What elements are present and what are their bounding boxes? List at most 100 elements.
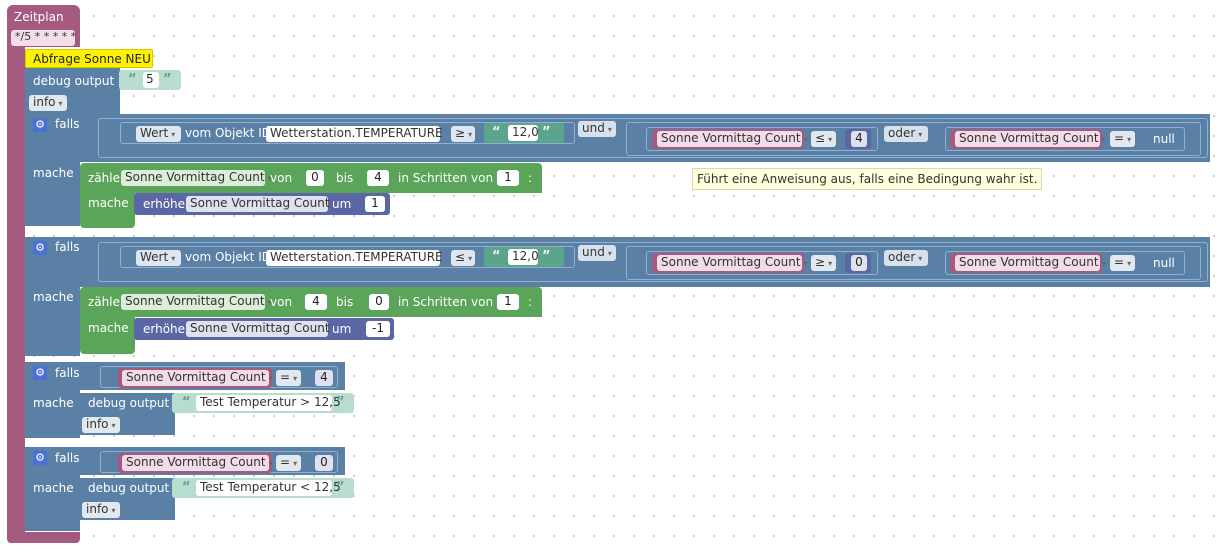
to-value-2[interactable]: 0 xyxy=(369,294,389,310)
caret-down-icon: ▾ xyxy=(332,325,337,334)
increment-value-1[interactable]: 1 xyxy=(365,196,385,212)
variable-name: Sonne Vormittag Count xyxy=(126,370,266,384)
value-4[interactable]: 0 xyxy=(315,455,333,471)
caret-down-icon: ▾ xyxy=(918,130,923,139)
caret-down-icon: ▾ xyxy=(1127,259,1132,268)
or-dropdown-1[interactable]: oder▾ xyxy=(884,126,928,142)
or-dropdown-2[interactable]: oder▾ xyxy=(884,250,928,266)
and-block-1[interactable] xyxy=(98,118,1208,158)
variable-dropdown[interactable]: Sonne Vormittag Count▾ xyxy=(955,131,1106,147)
colon-label: : xyxy=(528,295,533,309)
if-label: falls xyxy=(55,366,80,380)
caret-down-icon: ▾ xyxy=(607,249,612,258)
to-value-1[interactable]: 4 xyxy=(367,170,389,186)
value-3[interactable]: 4 xyxy=(315,370,333,386)
do-label: mache xyxy=(88,196,129,210)
caret-down-icon: ▾ xyxy=(171,130,176,139)
or-block-1[interactable] xyxy=(626,122,1201,156)
from-value-1[interactable]: 0 xyxy=(306,170,324,186)
step-value-1[interactable]: 1 xyxy=(497,170,519,186)
value-dropdown-1[interactable]: Wert▾ xyxy=(136,126,181,142)
quote-open-icon: “ xyxy=(182,480,191,495)
compare-op-dropdown-1[interactable]: ≥▾ xyxy=(451,126,475,142)
step-value-2[interactable]: 1 xyxy=(497,294,519,310)
from-value-2[interactable]: 4 xyxy=(305,294,327,310)
caret-down-icon: ▾ xyxy=(607,125,612,134)
if-block-3-spine xyxy=(25,388,80,438)
increment-variable-dropdown[interactable]: Sonne Vormittag Count▾ xyxy=(186,196,337,212)
loop-variable-dropdown[interactable]: Sonne Vormittag Count▾ xyxy=(121,294,272,310)
and-block-2[interactable] xyxy=(98,242,1208,282)
compare-block-2[interactable] xyxy=(120,246,575,268)
loop-variable-dropdown[interactable]: Sonne Vormittag Count▾ xyxy=(121,170,272,186)
debug-output-label: debug output xyxy=(88,396,170,410)
caret-down-icon: ▾ xyxy=(918,254,923,263)
null-compare-block-1[interactable] xyxy=(945,127,1185,151)
count-label: zähle xyxy=(88,295,120,309)
variable-dropdown[interactable]: Sonne Vormittag Count▾ xyxy=(955,255,1106,271)
object-id-field-1[interactable]: Wetterstation.TEMPERATURE xyxy=(266,126,443,142)
null-op-dropdown-1[interactable]: =▾ xyxy=(1110,131,1135,147)
debug-text-3[interactable]: Test Temperatur > 12,5 xyxy=(196,395,341,411)
null-compare-block-2[interactable] xyxy=(945,251,1185,275)
null-op-value: = xyxy=(1114,255,1125,269)
null-label: null xyxy=(1153,132,1175,146)
increment-value-2[interactable]: -1 xyxy=(366,321,390,337)
object-id-field-2[interactable]: Wetterstation.TEMPERATURE xyxy=(266,250,443,266)
variable-dropdown[interactable]: Sonne Vormittag Count▾ xyxy=(122,370,273,386)
or-label: oder xyxy=(888,126,916,140)
count-value-2[interactable]: 0 xyxy=(851,255,867,271)
variable-name: Sonne Vormittag Count xyxy=(661,131,801,145)
variable-dropdown[interactable]: Sonne Vormittag Count▾ xyxy=(122,455,273,471)
count-compare-block-2[interactable] xyxy=(646,251,878,275)
cron-field[interactable]: */5 * * * * * xyxy=(11,30,76,46)
variable-dropdown[interactable]: Sonne Vormittag Count▾ xyxy=(657,255,808,271)
gear-icon[interactable]: ⚙ xyxy=(33,366,47,380)
increment-variable-dropdown[interactable]: Sonne Vormittag Count▾ xyxy=(186,321,337,337)
log-level-dropdown-1[interactable]: info▾ xyxy=(29,95,67,111)
do-label: mache xyxy=(33,481,74,495)
schedule-title: Zeitplan xyxy=(14,10,64,24)
caret-down-icon: ▾ xyxy=(111,421,116,430)
if-label: falls xyxy=(55,451,80,465)
gear-icon[interactable]: ⚙ xyxy=(33,451,47,465)
caret-down-icon: ▾ xyxy=(803,259,808,268)
value-dropdown-2[interactable]: Wert▾ xyxy=(136,250,181,266)
count-value-1[interactable]: 4 xyxy=(851,131,867,147)
op-dropdown-3[interactable]: =▾ xyxy=(276,370,301,386)
and-dropdown-2[interactable]: und▾ xyxy=(578,245,616,261)
gear-icon[interactable]: ⚙ xyxy=(33,241,47,255)
and-dropdown-1[interactable]: und▾ xyxy=(578,121,616,137)
quote-close-icon: ” xyxy=(336,480,345,495)
debug-text-4[interactable]: Test Temperatur < 12,5 xyxy=(196,480,341,496)
count-op-dropdown-2[interactable]: ≥▾ xyxy=(811,255,836,271)
temp-value-1[interactable]: 12,0 xyxy=(508,125,539,141)
log-level-dropdown-4[interactable]: info▾ xyxy=(82,502,120,518)
caret-down-icon: ▾ xyxy=(293,459,298,468)
log-level-dropdown-3[interactable]: info▾ xyxy=(82,417,120,433)
compare-op-dropdown-2[interactable]: ≤▾ xyxy=(451,250,475,266)
debug-value-1[interactable]: 5 xyxy=(143,72,159,88)
step-label: in Schritten von xyxy=(398,295,494,309)
count-op-value: ≥ xyxy=(815,255,826,269)
comment-bubble[interactable] xyxy=(25,49,153,68)
if-block-4-spine xyxy=(25,473,80,531)
or-label: oder xyxy=(888,250,916,264)
gear-icon[interactable]: ⚙ xyxy=(33,118,47,132)
count-op-dropdown-1[interactable]: ≤▾ xyxy=(811,131,836,147)
to-label: bis xyxy=(336,171,354,185)
compare-block-1[interactable] xyxy=(120,122,575,144)
caret-down-icon: ▾ xyxy=(111,506,116,515)
count-compare-block-1[interactable] xyxy=(646,127,878,151)
variable-name: Sonne Vormittag Count xyxy=(959,255,1099,269)
or-block-2[interactable] xyxy=(626,246,1201,280)
increment-label: erhöhe xyxy=(143,197,186,211)
and-label: und xyxy=(582,121,605,135)
variable-dropdown[interactable]: Sonne Vormittag Count▾ xyxy=(657,131,808,147)
temp-value-2[interactable]: 12,0 xyxy=(508,249,539,265)
by-label: um xyxy=(332,322,352,336)
op-dropdown-4[interactable]: =▾ xyxy=(276,455,301,471)
null-op-dropdown-2[interactable]: =▾ xyxy=(1110,255,1135,271)
debug-output-label-1: debug output xyxy=(33,74,115,88)
caret-down-icon: ▾ xyxy=(293,374,298,383)
